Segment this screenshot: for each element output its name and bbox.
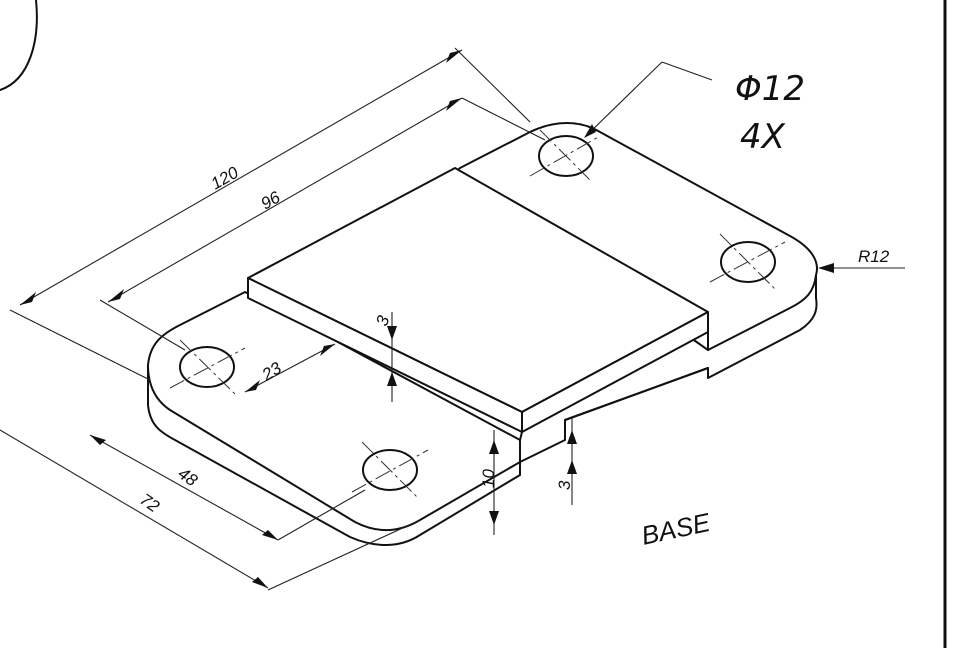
dim-10 (489, 430, 499, 535)
label-3-side: 3 (555, 480, 574, 490)
dim-96 (99, 97, 546, 351)
dim-23 (244, 343, 336, 393)
label-48: 48 (174, 464, 201, 491)
hole-note-leader (584, 61, 713, 138)
hole-left (179, 346, 235, 388)
label-96: 96 (258, 187, 284, 213)
label-120: 120 (208, 163, 243, 194)
drawing-title: BASE (639, 507, 714, 551)
dim-3-side (567, 418, 577, 505)
dim-3-top (387, 312, 397, 402)
label-r12: R12 (858, 247, 890, 266)
dim-r12-leader (818, 263, 905, 273)
hole-right (720, 241, 776, 283)
hole-centerlines (169, 129, 786, 499)
dim-48 (89, 434, 366, 541)
hole-count-note: 4X (740, 117, 786, 157)
dim-72 (0, 429, 421, 591)
hole-bottom (362, 449, 418, 491)
lower-step-edge (564, 367, 709, 421)
title-block-corner-arc (0, 0, 38, 91)
hole-top (538, 135, 594, 177)
base-plate-right-pad (454, 122, 818, 351)
step-edge (519, 431, 523, 441)
hole-diameter-note: Φ12 (735, 69, 805, 109)
label-10: 10 (479, 469, 498, 488)
dim-120 (9, 47, 531, 381)
